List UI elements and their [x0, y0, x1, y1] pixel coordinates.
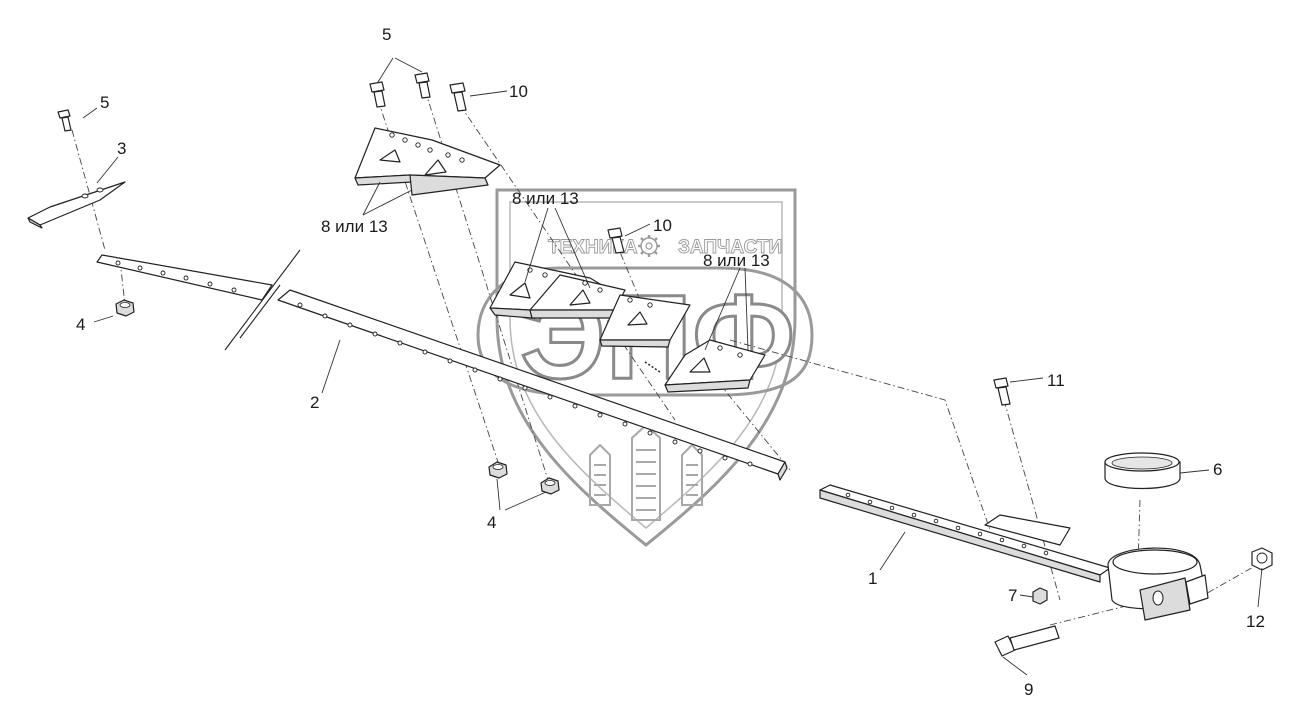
callout-3: 3 — [117, 139, 126, 158]
bolt-5-top-b — [414, 72, 431, 99]
callout-6: 6 — [1213, 460, 1222, 479]
callout-4-left: 4 — [76, 315, 85, 334]
part-6-ring — [1104, 452, 1181, 490]
callout-11: 11 — [1047, 371, 1065, 390]
leader-lines — [82, 57, 1263, 676]
bolt-5-left — [57, 109, 72, 132]
bolt-5-top-a — [369, 81, 386, 108]
callout-5-left: 5 — [100, 93, 109, 112]
section-pair-top — [354, 127, 501, 196]
callout-2: 2 — [310, 393, 319, 412]
callout-4-center: 4 — [487, 513, 496, 532]
nut-4-center-b — [540, 477, 560, 495]
watermark: ТЕХНИКА ЗАПЧАСТИ ЭПФ — [476, 188, 814, 547]
bolt-10-center — [607, 227, 625, 254]
callout-8-or-13-top: 8 или 13 — [321, 217, 388, 236]
watermark-brand-right: ЗАПЧАСТИ — [678, 237, 782, 258]
callout-10-center: 10 — [653, 216, 672, 235]
section-pair-center — [489, 261, 626, 319]
nut-4-center-a — [488, 461, 508, 479]
watermark-brand-left: ТЕХНИКА — [548, 237, 638, 258]
part-3-blade — [27, 181, 126, 229]
callout-5-top: 5 — [382, 25, 391, 44]
nut-4-left — [115, 299, 135, 317]
part-7-nut — [1032, 587, 1048, 605]
part-9-bolt — [994, 625, 1060, 657]
callout-8-or-13-center: 8 или 13 — [512, 189, 579, 208]
watermark-oval — [476, 266, 814, 397]
bolt-11 — [993, 377, 1011, 406]
part-12-nut — [1251, 547, 1273, 571]
gear-icon — [638, 235, 660, 257]
part-1-base-bar — [819, 484, 1111, 583]
callout-8-or-13-right: 8 или 13 — [703, 251, 770, 270]
section-pair-center-right — [599, 294, 691, 348]
callout-12: 12 — [1246, 612, 1265, 631]
bar-1-holes — [845, 492, 1049, 556]
section-pair-right — [644, 339, 766, 393]
callout-9: 9 — [1024, 680, 1033, 699]
watermark-wheat-icon — [589, 423, 703, 521]
callout-10-top: 10 — [509, 82, 528, 101]
part-2-bar — [96, 249, 788, 481]
callout-7: 7 — [1008, 586, 1017, 605]
clamp-housing — [1107, 547, 1209, 621]
callout-labels: 5 3 5 10 8 или 13 8 или 13 10 8 или 13 4… — [76, 25, 1265, 699]
bar-2-holes — [115, 260, 753, 467]
bolt-10-top — [449, 82, 467, 112]
callout-1: 1 — [868, 569, 877, 588]
